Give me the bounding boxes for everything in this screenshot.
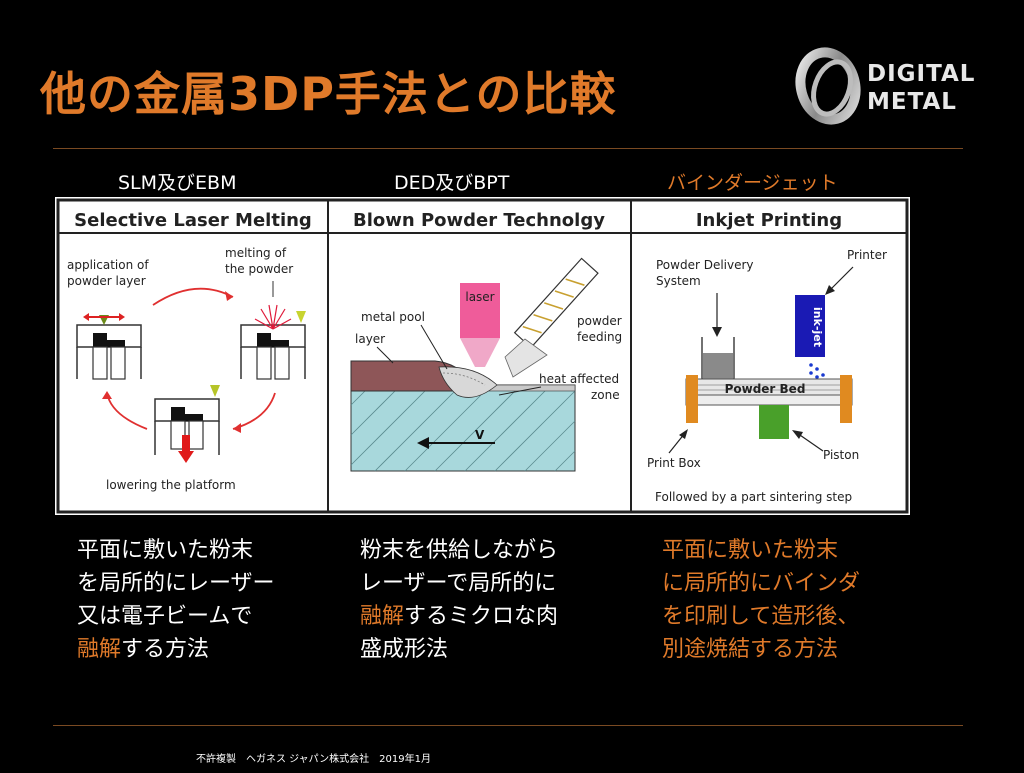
desc-slm: 平面に敷いた粉末 を局所的にレーザー 又は電子ビームで 融解する方法 [77,534,275,666]
panel-title-inkjet: Inkjet Printing [696,210,842,231]
desc-slm-highlight: 融解 [77,637,122,662]
desc-ded-line1: 粉末を供給しながら [360,538,559,563]
slm-label-application-1: application of [67,258,149,272]
slm-unit-lower [154,385,220,463]
footer-copyright: 不許複製 ヘガネス ジャパン株式会社 2019年1月 [196,754,431,765]
desc-binder: 平面に敷いた粉末 に局所的にバインダ を印刷して造形後、 別途焼結する方法 [662,534,860,666]
digital-metal-logo: DIGITAL METAL [795,44,974,130]
bottom-divider [53,725,963,726]
ded-label-powder-2: feeding [577,330,622,344]
desc-binder-line2: に局所的にバインダ [662,571,861,596]
ded-label-heat-1: heat affected [539,372,619,386]
ded-label-powder-1: powder [577,314,622,328]
desc-binder-line3: を印刷して造形後、 [662,604,860,629]
slm-label-application-2: powder layer [67,274,146,288]
ded-diagram: laser metal pool layer powder feeding he… [350,257,622,472]
desc-ded-line2: レーザーで局所的に [360,571,557,596]
heading-binder: バインダージェット [667,172,838,194]
ij-label-powder-bed: Powder Bed [725,382,806,396]
ij-label-piston: Piston [823,448,859,462]
ij-label-inkjet: ink-jet [811,307,824,347]
desc-binder-line1: 平面に敷いた粉末 [662,538,839,563]
desc-slm-line1: 平面に敷いた粉末 [77,538,254,563]
slm-diagram: application of powder layer melting of t… [67,246,306,492]
ded-label-velocity: V [475,428,485,442]
slm-label-melting-2: the powder [225,262,293,276]
ij-label-print-box: Print Box [647,456,701,470]
ij-printhead [795,295,825,357]
comparison-diagram: Selective Laser Melting Blown Powder Tec… [55,197,910,515]
panel-title-ded: Blown Powder Technolgy [353,210,605,231]
slm-label-melting-1: melting of [225,246,287,260]
desc-binder-line4: 別途焼結する方法 [662,637,839,662]
heading-ded: DED及びBPT [394,172,510,194]
desc-ded-line4: 盛成形法 [360,637,449,662]
logo-line1: DIGITAL [867,61,976,87]
slm-unit-melt [240,281,306,380]
logo-ring-icon [795,47,861,125]
desc-ded-line3: するミクロな肉 [404,604,559,629]
top-divider [53,148,963,149]
ij-label-printer: Printer [847,248,887,262]
slm-label-lowering: lowering the platform [106,478,236,492]
desc-ded-highlight: 融解 [360,604,405,629]
ij-piston [759,405,789,439]
logo-line2: METAL [867,89,957,115]
heading-slm: SLM及びEBM [118,172,237,194]
desc-slm-line4: する方法 [121,637,210,662]
ij-label-delivery-2: System [656,274,701,288]
desc-ded: 粉末を供給しながら レーザーで局所的に 融解するミクロな肉 盛成形法 [360,534,558,666]
ded-label-metal-pool: metal pool [361,310,425,324]
ded-label-heat-2: zone [591,388,620,402]
ij-label-delivery-1: Powder Delivery [656,258,754,272]
slm-unit-recoat [76,313,142,380]
ij-label-followed: Followed by a part sintering step [655,490,852,504]
ded-label-layer: layer [355,332,385,346]
desc-slm-line3: 又は電子ビームで [77,604,253,629]
ded-label-laser: laser [465,290,494,304]
panel-title-slm: Selective Laser Melting [74,210,312,231]
desc-slm-line2: を局所的にレーザー [77,571,275,596]
page-title: 他の金属3DP手法との比較 [40,67,617,121]
inkjet-diagram: Powder Delivery System Printer ink-jet P… [647,248,887,504]
